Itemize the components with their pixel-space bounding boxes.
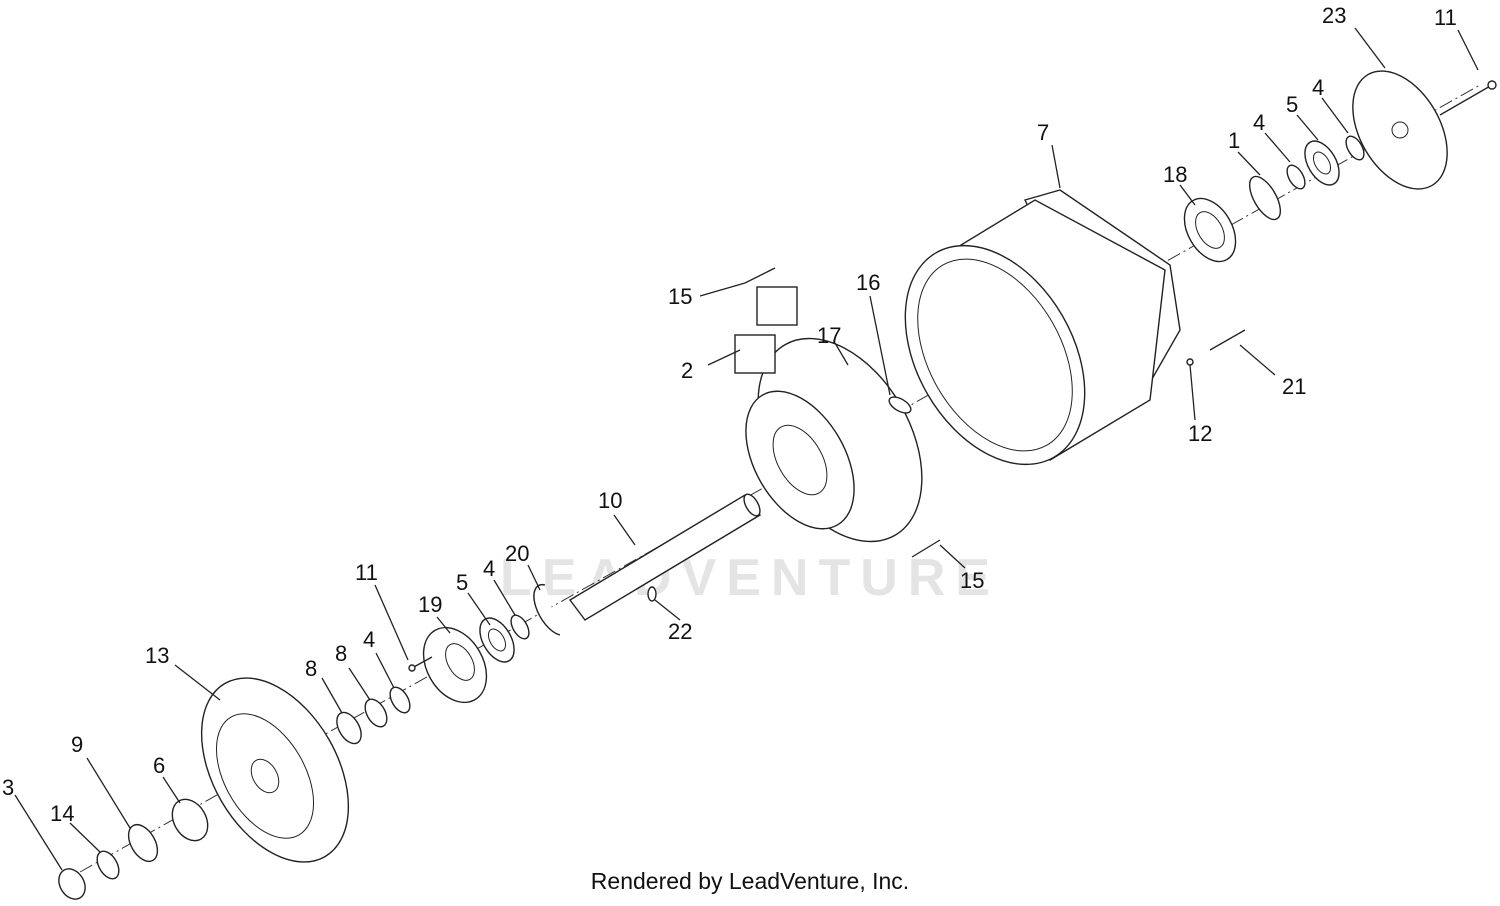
callout-7: 7 <box>1037 120 1049 145</box>
part-bearing-5-top[interactable] <box>1298 135 1346 191</box>
callout-labels: 23 11 7 1 4 5 4 18 15 16 17 2 21 12 10 2… <box>2 3 1457 826</box>
callout-10: 10 <box>598 488 622 513</box>
part-impeller-17[interactable] <box>724 310 956 571</box>
callout-3: 3 <box>2 775 14 800</box>
part-key-22[interactable] <box>647 586 657 602</box>
part-ring-4-low[interactable] <box>386 684 414 716</box>
callout-4-a: 4 <box>1253 110 1265 135</box>
callout-14: 14 <box>50 801 74 826</box>
part-pin-15-bottom[interactable] <box>911 539 941 558</box>
part-key-16[interactable] <box>887 394 914 416</box>
callout-4-low: 4 <box>363 627 375 652</box>
callout-11-top: 11 <box>1434 5 1457 30</box>
callout-5-top: 5 <box>1286 92 1298 117</box>
part-shaft-10[interactable] <box>568 492 763 621</box>
part-bearing-5-mid[interactable] <box>473 612 521 668</box>
callout-22: 22 <box>668 619 692 644</box>
part-bolt-11-mid[interactable] <box>408 656 433 672</box>
callout-8-b: 8 <box>335 641 347 666</box>
part-ring-4-mid[interactable] <box>507 612 532 642</box>
part-nut-12[interactable] <box>1186 358 1194 366</box>
callout-20: 20 <box>505 541 529 566</box>
part-disc-23[interactable] <box>1333 55 1466 206</box>
callout-5-mid: 5 <box>456 570 468 595</box>
callout-6: 6 <box>153 753 165 778</box>
part-fan-13[interactable] <box>171 652 378 887</box>
callout-9: 9 <box>71 732 83 757</box>
part-washer-8b[interactable] <box>332 708 366 747</box>
part-housing-7[interactable] <box>868 0 1181 496</box>
part-washer-8a[interactable] <box>361 696 392 731</box>
part-ring-4-upper[interactable] <box>1283 162 1308 192</box>
callout-18: 18 <box>1163 162 1187 187</box>
part-plate-2[interactable] <box>734 334 776 374</box>
callout-15-top: 15 <box>668 284 692 309</box>
part-snap-ring-20[interactable] <box>533 583 561 636</box>
part-washer-9[interactable] <box>123 820 164 867</box>
callout-1: 1 <box>1228 128 1240 153</box>
callout-13: 13 <box>145 643 169 668</box>
part-bolt-21[interactable] <box>1209 329 1246 351</box>
callout-12: 12 <box>1188 421 1212 446</box>
part-washer-14[interactable] <box>93 848 124 883</box>
leader-lines <box>14 27 1479 871</box>
part-pin-15-top[interactable] <box>744 267 776 284</box>
part-ring-1[interactable] <box>1243 172 1286 225</box>
part-plate-15-top[interactable] <box>756 286 798 326</box>
part-seal-18[interactable] <box>1174 190 1246 271</box>
callout-11-mid: 11 <box>355 560 378 585</box>
callout-17: 17 <box>817 323 841 348</box>
callout-2: 2 <box>681 358 693 383</box>
part-bolt-11-top[interactable] <box>1439 80 1497 116</box>
callout-8-a: 8 <box>305 656 317 681</box>
callout-16: 16 <box>856 270 880 295</box>
part-housing-19[interactable] <box>411 616 499 713</box>
part-spacer-6[interactable] <box>165 793 215 847</box>
callout-4-mid: 4 <box>483 556 495 581</box>
callout-4-b: 4 <box>1312 75 1324 100</box>
callout-15-bottom: 15 <box>960 568 984 593</box>
footer-credit: Rendered by LeadVenture, Inc. <box>590 868 910 894</box>
part-nut-3[interactable] <box>54 864 91 904</box>
callout-23: 23 <box>1322 3 1346 28</box>
callout-21: 21 <box>1282 374 1306 399</box>
callout-19: 19 <box>418 592 442 617</box>
part-ring-4-top[interactable] <box>1342 133 1367 163</box>
